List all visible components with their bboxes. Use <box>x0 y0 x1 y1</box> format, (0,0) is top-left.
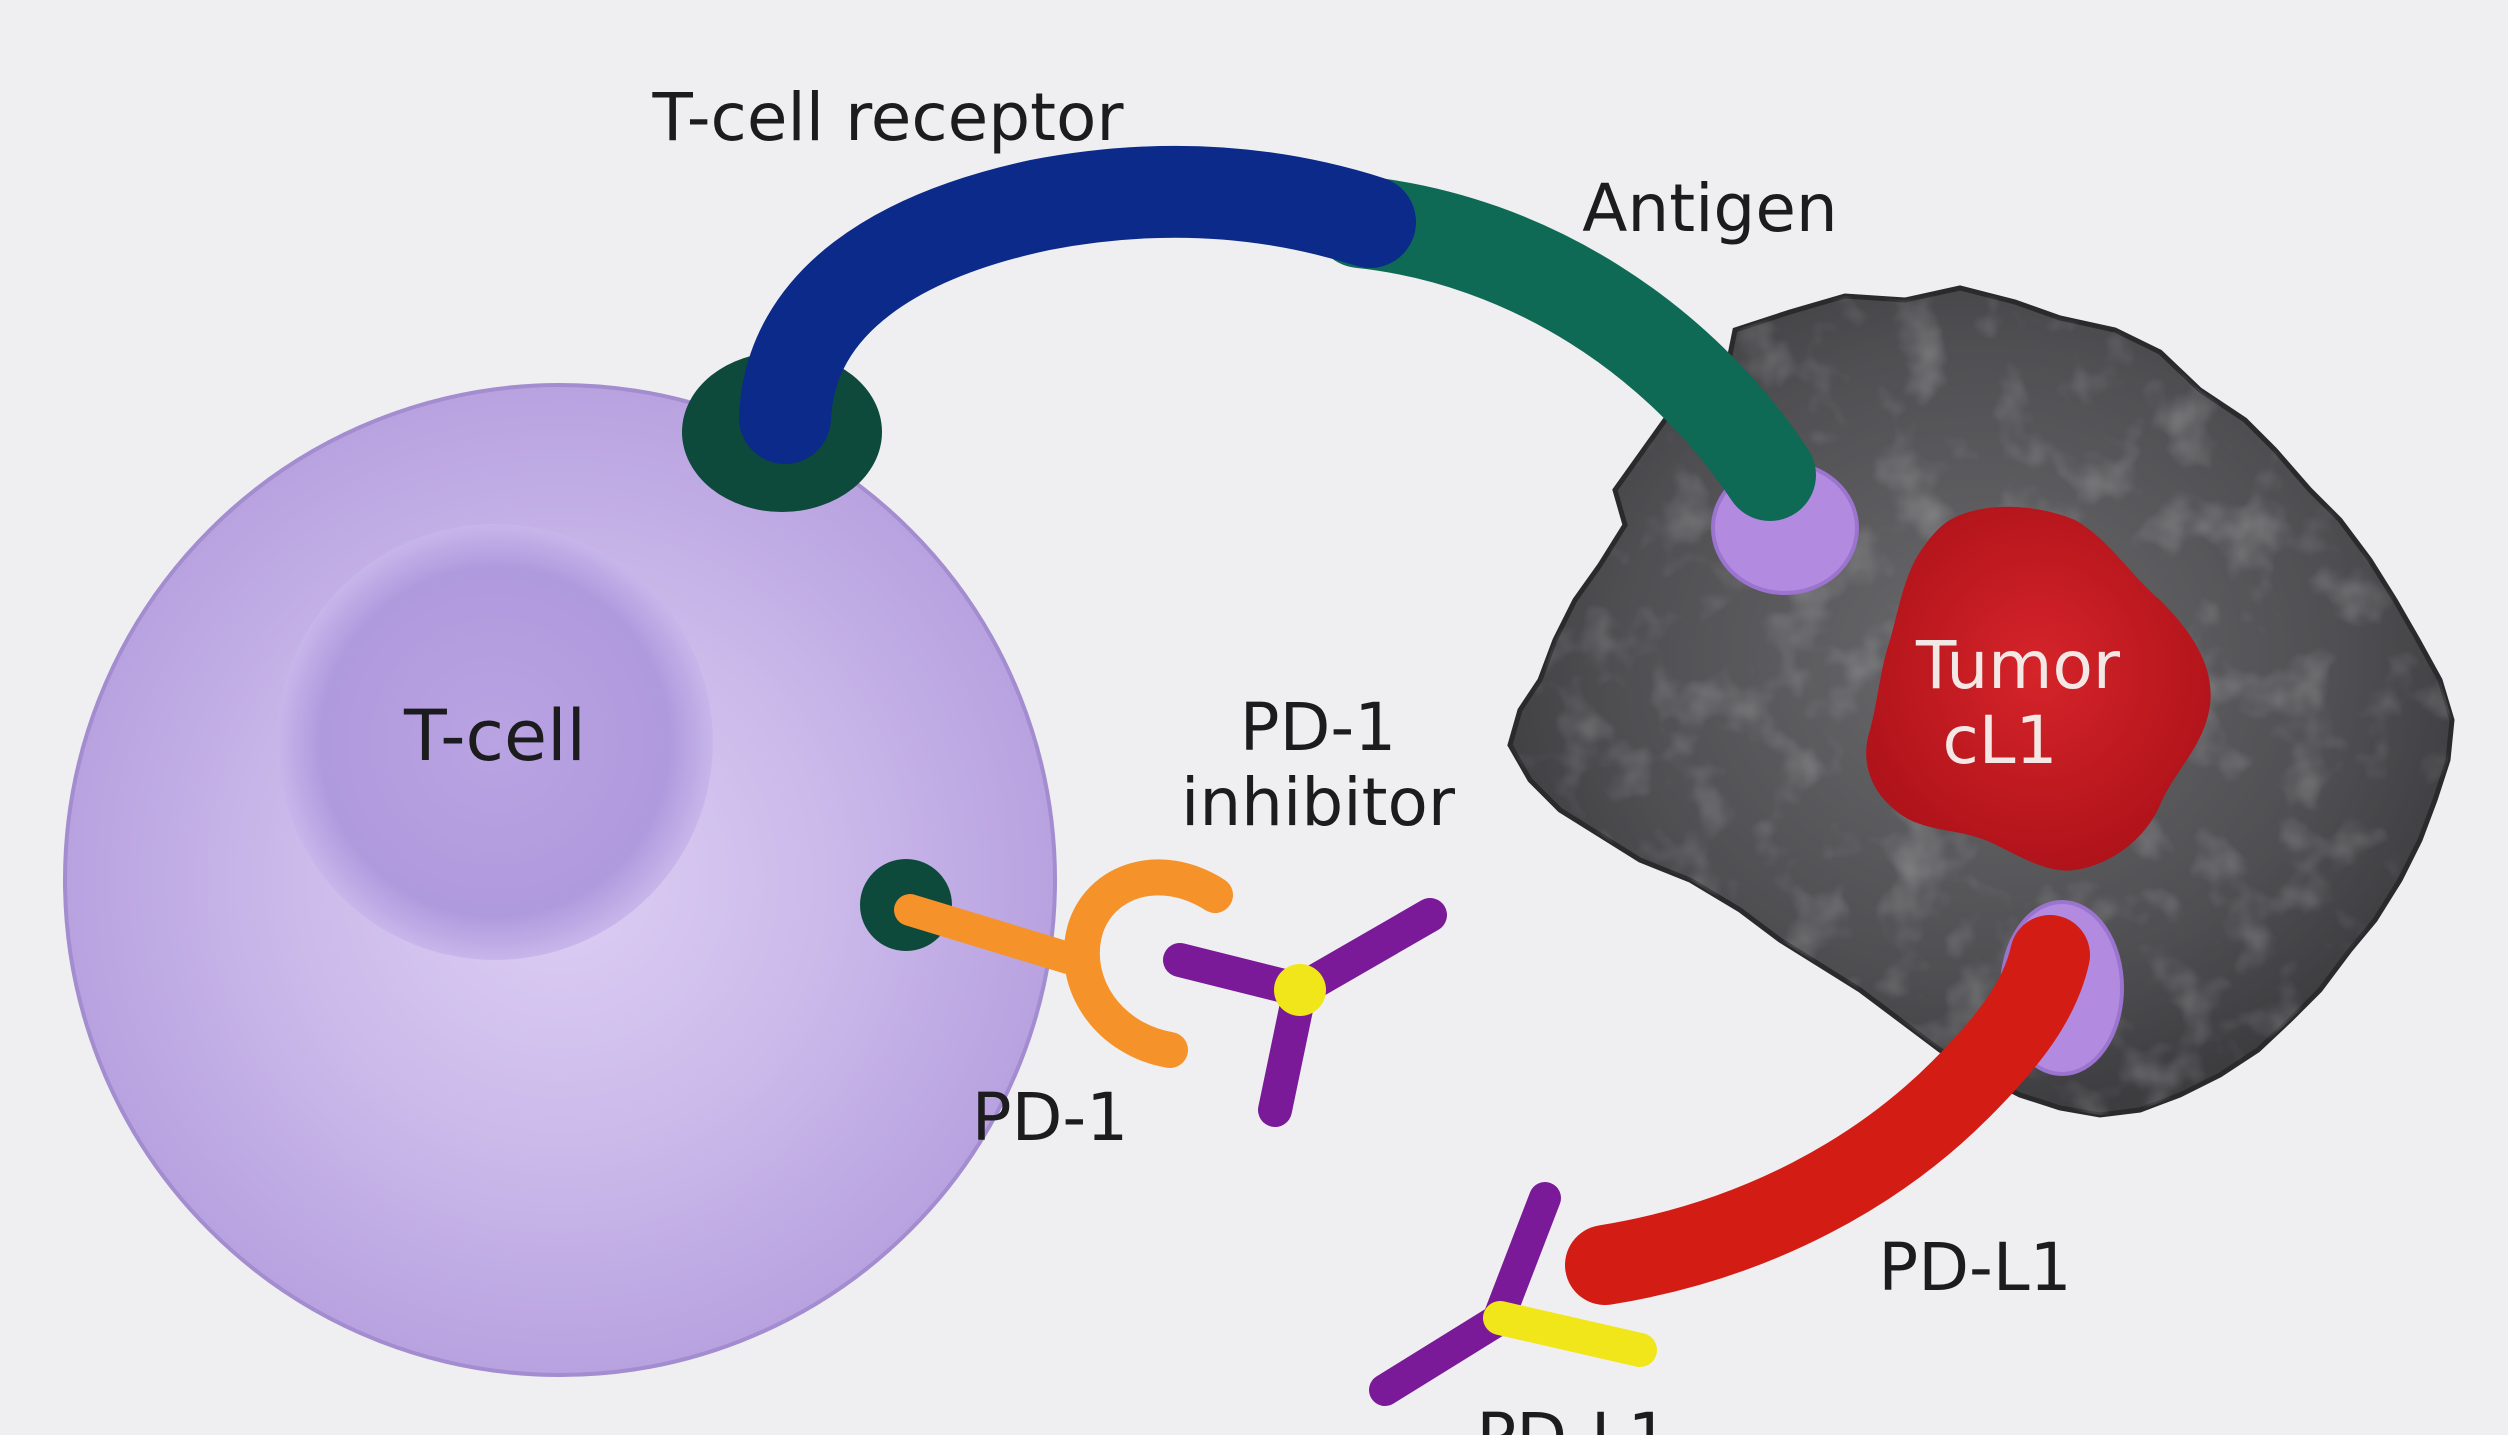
antibody-arm-down <box>1369 1304 1514 1406</box>
pd1-inhibitor-antibody <box>1163 898 1447 1127</box>
antigen-strand <box>1314 176 1816 521</box>
t-cell-nucleus <box>277 524 713 960</box>
tcr-strand <box>739 145 1416 464</box>
label-pd1-inhibitor-line1: PD-1 <box>1240 689 1396 766</box>
pd1-receptor <box>860 859 1233 1068</box>
tcr-antigen-complex <box>682 145 1859 595</box>
label-tumor-line2: cL1 <box>1942 702 2057 779</box>
label-antigen: Antigen <box>1582 170 1838 247</box>
inhibitor-hinge <box>1274 964 1326 1016</box>
t-cell <box>63 383 1057 1377</box>
label-pd1-inhibitor-line2: inhibitor <box>1181 764 1456 841</box>
antibody-arm-up <box>1482 1182 1561 1336</box>
tumor-core <box>1866 506 2211 871</box>
label-pd1: PD-1 <box>972 1079 1128 1156</box>
pdl1-strand <box>1565 915 2090 1305</box>
antibody-yellow-segment <box>1483 1301 1657 1367</box>
label-bottom-partial: PD-L1 <box>1476 1399 1669 1435</box>
pdl1-ligand <box>1565 900 2124 1305</box>
label-tumor-line1: Tumor <box>1915 627 2121 704</box>
label-pdl1: PD-L1 <box>1878 1229 2071 1306</box>
label-tcell-receptor: T-cell receptor <box>651 79 1124 156</box>
pd1-fork <box>1063 859 1233 1068</box>
label-tcell: T-cell <box>403 695 586 777</box>
pdl1-antibody <box>1369 1182 1657 1406</box>
pd1-stem <box>894 894 1084 974</box>
